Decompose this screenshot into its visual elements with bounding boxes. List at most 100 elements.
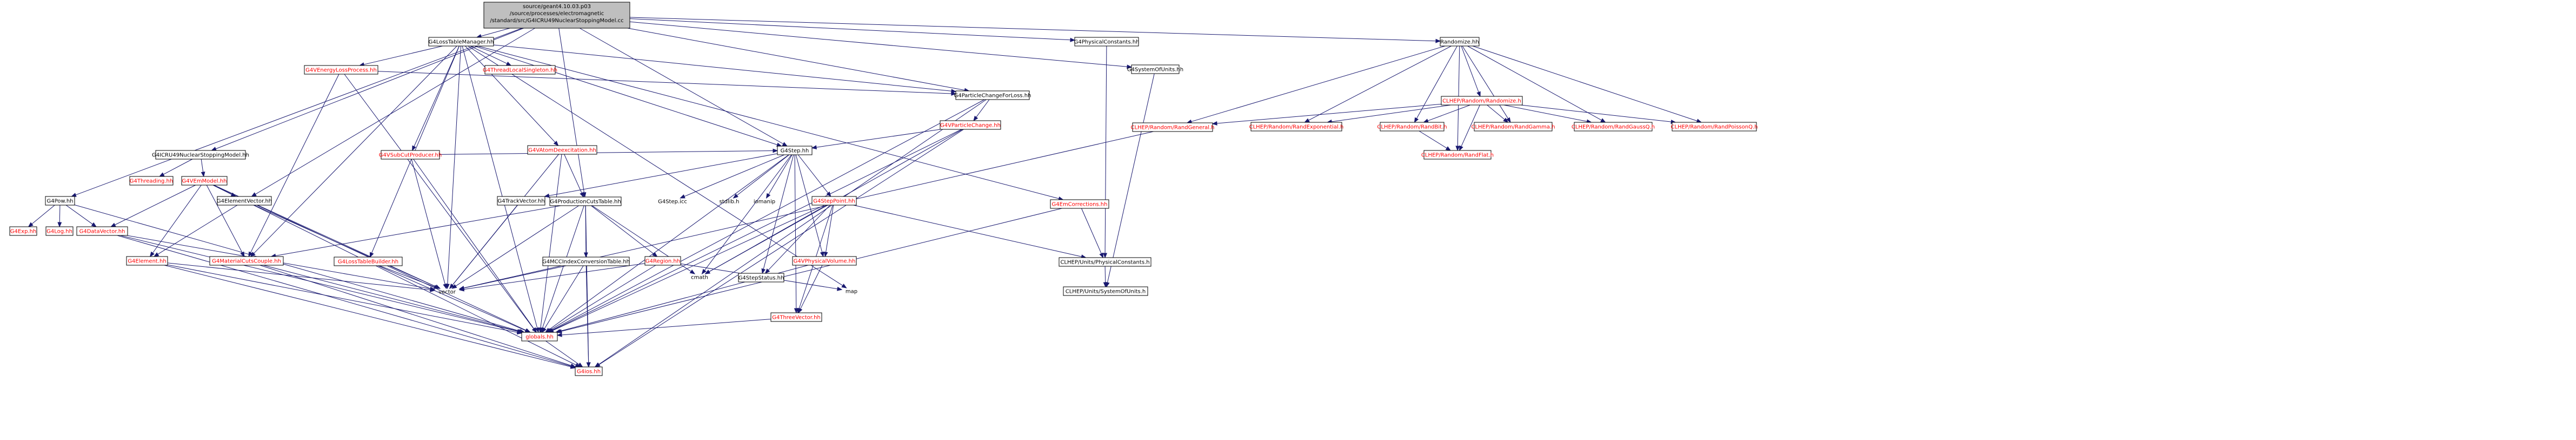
globals-node[interactable]: globals.hh: [521, 332, 558, 342]
include-edge: [1467, 45, 1602, 121]
g4-vatom-deexcitation-label: G4VAtomDeexcitation.hh: [528, 148, 596, 154]
g4-physical-constants-node[interactable]: G4PhysicalConstants.hh: [1074, 37, 1140, 47]
include-edge-arrowhead: [71, 193, 77, 197]
clhep-rand-general-label: CLHEP/Random/RandGeneral.h: [1130, 125, 1214, 131]
include-edge: [552, 129, 962, 331]
include-edge: [75, 28, 522, 195]
g4-element-node[interactable]: G4Element.hh: [126, 256, 168, 266]
include-edge: [201, 159, 204, 173]
include-edge: [377, 71, 952, 94]
include-edge-arrowhead: [1414, 117, 1419, 123]
include-edge-arrowhead: [704, 270, 710, 274]
include-edge: [465, 45, 556, 143]
include-edge-arrowhead: [826, 191, 831, 198]
clhep-rand-gauss-q-label: CLHEP/Random/RandGaussQ.h: [1572, 124, 1655, 130]
g4-system-of-units-node[interactable]: G4SystemOfUnits.hh: [1127, 64, 1183, 74]
clhep-rand-exponential-node[interactable]: CLHEP/Random/RandExponential.h: [1249, 122, 1344, 132]
include-edge-arrowhead: [1476, 91, 1481, 97]
g4-step-point-node[interactable]: G4StepPoint.hh: [811, 196, 857, 206]
g4-three-vector-node[interactable]: G4ThreeVector.hh: [770, 312, 822, 322]
include-edge: [481, 28, 510, 37]
include-edge-arrowhead: [443, 283, 447, 290]
include-edge: [768, 154, 793, 195]
include-edge: [493, 44, 952, 91]
include-edge-arrowhead: [733, 193, 738, 199]
include-edge: [704, 154, 792, 271]
clhep-physical-constants-node[interactable]: CLHEP/Units/PhysicalConstants.h: [1059, 257, 1151, 267]
include-edge: [215, 28, 524, 149]
g4-em-corrections-node[interactable]: G4EmCorrections.hh: [1050, 199, 1109, 209]
include-edge: [768, 205, 830, 271]
include-edge-arrowhead: [458, 287, 464, 292]
include-edge: [1427, 104, 1470, 121]
clhep-rand-general-node[interactable]: CLHEP/Random/RandGeneral.h: [1130, 122, 1215, 132]
vector-node: vector: [438, 290, 456, 295]
include-edge: [152, 185, 202, 253]
include-edge: [826, 205, 834, 253]
vector-label: vector: [438, 290, 456, 295]
root-file-path-line: /source/processes/electromagnetic: [510, 11, 604, 17]
g4-pow-node[interactable]: G4Pow.hh: [45, 196, 75, 206]
g4-step-node[interactable]: G4Step.hh: [777, 146, 813, 155]
include-edge-arrowhead: [542, 327, 547, 333]
include-edge: [115, 185, 196, 225]
g4-data-vector-node[interactable]: G4DataVector.hh: [76, 226, 128, 236]
include-edge-arrowhead: [1099, 252, 1104, 259]
g4-vphysical-volume-node[interactable]: G4VPhysicalVolume.hh: [792, 256, 857, 266]
g4-vem-model-label: G4VEmModel.hh: [182, 179, 227, 185]
g4-exp-label: G4Exp.hh: [10, 229, 37, 235]
include-edge-arrowhead: [159, 172, 165, 177]
g4-exp-node[interactable]: G4Exp.hh: [9, 226, 37, 236]
include-edge-arrowhead: [1506, 117, 1511, 123]
include-edge: [206, 185, 243, 253]
g4-material-cuts-couple-node[interactable]: G4MaterialCutsCouple.hh: [209, 256, 284, 266]
g4-loss-table-manager-node[interactable]: G4LossTableManager.hh: [428, 37, 494, 47]
include-edge: [65, 205, 93, 225]
include-edge: [167, 262, 431, 291]
g4-venergy-loss-process-node[interactable]: G4VEnergyLossProcess.hh: [304, 65, 378, 75]
clhep-rand-gauss-q-node[interactable]: CLHEP/Random/RandGaussQ.h: [1572, 122, 1655, 132]
randomize-node[interactable]: Randomize.hh: [1440, 37, 1480, 47]
g4-vsub-cut-producer-node[interactable]: G4VSubCutProducer.hh: [379, 150, 442, 160]
g4-vparticle-change-node[interactable]: G4VParticleChange.hh: [940, 120, 1001, 130]
include-edge: [1462, 45, 1509, 119]
file-nodes: source/geant4.10.03.p03/source/processes…: [9, 2, 1758, 376]
clhep-rand-poisson-q-node[interactable]: CLHEP/Random/RandPoissonQ.h: [1671, 122, 1758, 132]
clhep-rand-flat-label: CLHEP/Random/RandFlat.h: [1421, 153, 1494, 159]
g4-thread-local-singleton-node[interactable]: G4ThreadLocalSingleton.hh: [483, 65, 557, 75]
include-edge: [254, 205, 436, 287]
include-edge-arrowhead: [1212, 121, 1217, 126]
clhep-rand-flat-node[interactable]: CLHEP/Random/RandFlat.h: [1421, 150, 1494, 160]
g4-icru49-nuclear-stopping-model-node[interactable]: G4ICRU49NuclearStoppingModel.hh: [152, 150, 249, 160]
g4-production-cuts-table-node[interactable]: G4ProductionCutsTable.hh: [549, 196, 622, 206]
include-edge: [452, 205, 518, 286]
clhep-system-of-units-node[interactable]: CLHEP/Units/SystemOfUnits.h: [1063, 286, 1148, 296]
g4-log-node[interactable]: G4Log.hh: [45, 226, 74, 236]
clhep-randomize-node[interactable]: CLHEP/Random/Randomize.h: [1441, 96, 1523, 106]
g4-track-vector-node[interactable]: G4TrackVector.hh: [497, 196, 545, 206]
clhep-rand-bit-node[interactable]: CLHEP/Random/RandBit.h: [1377, 122, 1447, 132]
g4-particle-change-for-loss-node[interactable]: G4ParticleChangeForLoss.hh: [954, 90, 1031, 100]
g4ios-node[interactable]: G4ios.hh: [575, 366, 603, 376]
g4-mccindex-conversion-table-label: G4MCCIndexConversionTable.hh: [542, 259, 630, 265]
clhep-rand-gamma-node[interactable]: CLHEP/Random/RandGamma.h: [1471, 122, 1555, 132]
include-edge: [439, 150, 774, 155]
g4-loss-table-builder-node[interactable]: G4LossTableBuilder.hh: [334, 257, 403, 266]
g4-region-node[interactable]: G4Region.hh: [644, 256, 681, 266]
include-edge: [411, 159, 445, 285]
include-edge: [263, 265, 519, 332]
include-edge-arrowhead: [535, 327, 540, 333]
include-edge-arrowhead: [153, 252, 159, 257]
g4-step-status-node[interactable]: G4StepStatus.hh: [738, 273, 784, 283]
g4-mccindex-conversion-table-node[interactable]: G4MCCIndexConversionTable.hh: [542, 257, 630, 266]
include-edge: [1308, 45, 1452, 121]
g4-element-vector-node[interactable]: G4ElementVector.hh: [217, 196, 272, 206]
stdlib-label: stdlib.h: [720, 199, 740, 205]
include-edge: [598, 99, 987, 365]
g4-vatom-deexcitation-node[interactable]: G4VAtomDeexcitation.hh: [527, 145, 597, 155]
include-edge-arrowhead: [973, 115, 979, 122]
include-edge: [800, 265, 823, 310]
g4-threading-node[interactable]: G4Threading.hh: [129, 176, 174, 186]
include-edge: [255, 28, 535, 195]
g4-vem-model-node[interactable]: G4VEmModel.hh: [181, 176, 228, 186]
